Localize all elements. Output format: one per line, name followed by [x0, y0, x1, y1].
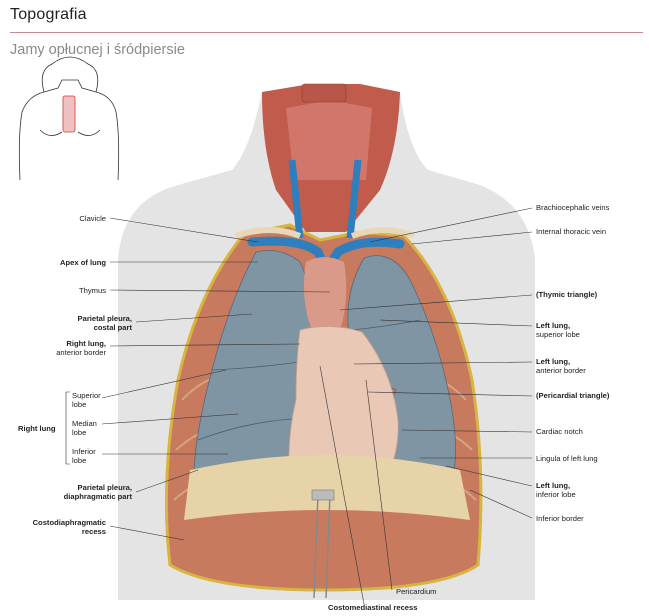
header-divider — [10, 32, 643, 33]
label-costodiaphragmatic-recess-line2: recess — [81, 527, 106, 536]
label-parietal-pleura-diaphragmatic: Parietal pleura, diaphragmatic part — [20, 483, 132, 501]
label-clavicle: Clavicle — [79, 214, 106, 223]
label-cardiac-notch: Cardiac notch — [536, 427, 583, 436]
label-median-lobe: Median lobe — [72, 419, 97, 437]
label-right-lung-anterior-line1: Right lung, — [66, 339, 106, 348]
label-left-lung-inferior-line1: Left lung, — [536, 481, 571, 490]
label-left-lung-anterior-line2: anterior border — [536, 366, 586, 375]
diaphragm — [184, 455, 470, 520]
label-inferior-lobe-line1: Inferior — [72, 447, 96, 456]
label-costodiaphragmatic-recess-line1: Costodiaphragmatic — [32, 518, 106, 527]
label-median-lobe-line2: lobe — [72, 428, 87, 437]
label-parietal-pleura-diaphragmatic-line1: Parietal pleura, — [77, 483, 132, 492]
torso-thumbnail — [18, 56, 120, 181]
label-inferior-border: Inferior border — [536, 514, 584, 523]
label-thymus: Thymus — [78, 286, 106, 295]
label-lingula: Lingula of left lung — [536, 454, 598, 463]
leader-lines — [65, 207, 533, 605]
label-pericardial-triangle: (Pericardial triangle) — [536, 391, 610, 400]
label-parietal-pleura-costal-line2: costal part — [93, 323, 132, 332]
label-thymic-triangle: (Thymic triangle) — [536, 290, 598, 299]
label-right-lung-anterior-line2: anterior border — [56, 348, 106, 357]
label-apex-of-lung: Apex of lung — [60, 258, 106, 267]
page-subtitle: Jamy opłucnej i śródpiersie — [10, 42, 185, 58]
label-inferior-lobe: Inferior lobe — [72, 447, 96, 465]
label-brachiocephalic-veins: Brachiocephalic veins — [536, 203, 610, 212]
label-left-lung-superior-line2: superior lobe — [536, 330, 580, 339]
label-median-lobe-line1: Median — [72, 419, 97, 428]
label-left-lung-inferior: Left lung, inferior lobe — [536, 481, 576, 499]
label-left-lung-inferior-line2: inferior lobe — [536, 490, 576, 499]
label-costomediastinal-recess: Costomediastinal recess — [328, 603, 418, 612]
page-title: Topografia — [10, 6, 87, 23]
label-superior-lobe-line2: lobe — [72, 400, 87, 409]
label-parietal-pleura-diaphragmatic-line2: diaphragmatic part — [63, 492, 132, 501]
label-internal-thoracic-vein: Internal thoracic vein — [536, 227, 607, 236]
thymus — [304, 257, 347, 330]
label-left-lung-anterior: Left lung, anterior border — [536, 357, 586, 375]
label-right-lung-anterior: Right lung, anterior border — [20, 339, 106, 357]
label-costodiaphragmatic-recess: Costodiaphragmatic recess — [20, 518, 106, 536]
label-pericardium: Pericardium — [396, 587, 437, 596]
label-superior-lobe: Superior lobe — [72, 391, 101, 409]
label-inferior-lobe-line2: lobe — [72, 456, 87, 465]
retractor — [313, 493, 331, 599]
label-superior-lobe-line1: Superior — [72, 391, 101, 400]
label-parietal-pleura-costal: Parietal pleura, costal part — [20, 314, 132, 332]
label-right-lung: Right lung — [18, 424, 56, 433]
label-left-lung-superior-line1: Left lung, — [536, 321, 571, 330]
clavicle-right — [235, 227, 302, 239]
label-parietal-pleura-costal-line1: Parietal pleura, — [77, 314, 132, 323]
label-left-lung-superior: Left lung, superior lobe — [536, 321, 580, 339]
label-left-lung-anterior-line1: Left lung, — [536, 357, 571, 366]
